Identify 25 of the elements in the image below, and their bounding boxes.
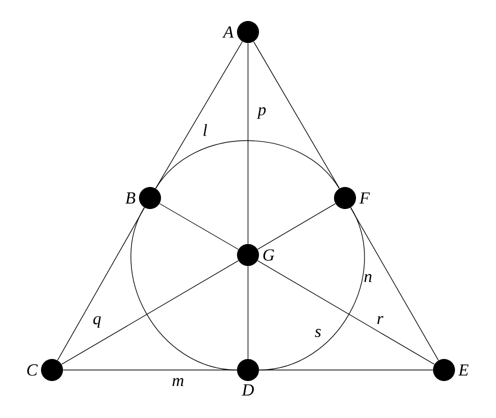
line [159, 203, 239, 250]
line [350, 207, 439, 361]
edge-label: l [204, 124, 207, 136]
node-label: F [359, 192, 370, 204]
line [57, 207, 145, 361]
line [61, 260, 239, 365]
edge-label: s [314, 328, 321, 338]
edge-label: p [256, 107, 266, 119]
edge-label: n [364, 274, 372, 282]
line [257, 203, 336, 250]
node-label: C [27, 364, 38, 376]
node-label: E [458, 364, 468, 376]
line [258, 207, 365, 370]
node-label: G [263, 249, 274, 261]
edge-label: r [377, 316, 384, 324]
line [155, 140, 340, 189]
line [155, 41, 243, 189]
line [257, 260, 435, 365]
node-label: B [125, 192, 136, 204]
line [253, 41, 340, 189]
node-label: D [242, 384, 254, 396]
edge-label: m [172, 378, 184, 386]
node-label: A [222, 26, 234, 38]
edge-label: q [93, 316, 101, 328]
line [130, 207, 238, 370]
